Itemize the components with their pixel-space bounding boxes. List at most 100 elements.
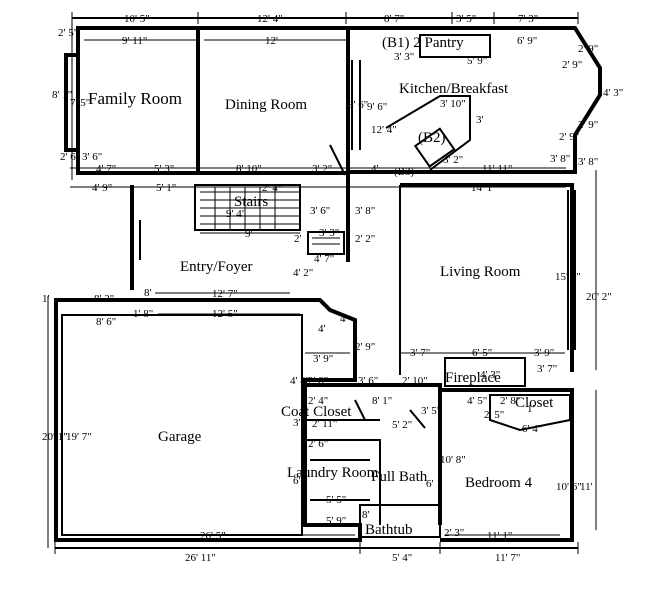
walls: [54, 26, 602, 542]
label-b3: (B3): [394, 166, 415, 178]
room-dining: Dining Room: [225, 97, 307, 113]
label-b2: (B2): [418, 130, 446, 146]
dim-label: 2' 5": [484, 409, 504, 421]
dim-label: 19' 7": [66, 431, 92, 443]
dim-label: 20' 1": [42, 431, 68, 443]
dim-label: 8' 2": [94, 293, 114, 305]
dim-label: 26' 11": [185, 552, 216, 564]
dim-label: 3' 10": [440, 98, 466, 110]
dim-label: 2' 5": [58, 27, 78, 39]
dim-label: 2' 9": [355, 341, 375, 353]
room-bathtub: Bathtub: [365, 522, 413, 538]
dim-label: 8' 1": [372, 395, 392, 407]
stair-treads: [200, 187, 300, 230]
dim-label: 9' 6": [367, 101, 387, 113]
dim-label: 2' 9": [578, 43, 598, 55]
dim-label: 3' 3": [319, 227, 339, 239]
dim-label: 11': [580, 481, 593, 493]
dim-label: 4' 3": [603, 87, 623, 99]
dim-label: 7' 5": [70, 97, 90, 109]
room-pantry: (B1) 2 Pantry: [382, 35, 464, 51]
dim-label: 2': [294, 233, 302, 245]
dim-label: 3' 6": [358, 375, 378, 387]
dim-label: 2' 11": [312, 418, 337, 430]
dim-label: 5' 5": [326, 494, 346, 506]
dim-label: 9' 11": [122, 35, 147, 47]
dim-label: 8' 1": [52, 89, 72, 101]
dim-label: 3' 8": [578, 156, 598, 168]
dim-label: 10' 6": [556, 481, 582, 493]
dim-label: 3' 6": [82, 151, 102, 163]
room-labels: Family Room Dining Room Kitchen/Breakfas…: [88, 35, 554, 538]
dim-label: 5' 4": [392, 552, 412, 564]
dim-label: 3' 7": [537, 363, 557, 375]
dim-label: 2' 6": [308, 438, 328, 450]
dim-label: 3' 7": [410, 347, 430, 359]
room-entry: Entry/Foyer: [180, 259, 253, 275]
dim-label: 2' 2": [355, 233, 375, 245]
dim-label: 2' 3": [444, 527, 464, 539]
dim-label: 6' 9": [517, 35, 537, 47]
dim-label: 5' 2": [392, 419, 412, 431]
dim-label: 3' 9": [313, 353, 333, 365]
dim-label: 3' 2": [443, 154, 463, 166]
dim-label: 2' 4": [308, 395, 328, 407]
dim-label: 2' 9": [562, 59, 582, 71]
dim-label: 11' 7": [495, 552, 520, 564]
dim-label: 5' 9": [326, 515, 346, 527]
room-laundry: Laundry Room: [287, 465, 379, 481]
room-coat-closet: Coat Closet: [281, 404, 352, 420]
room-stairs: Stairs: [234, 194, 268, 210]
dim-label: 15' 2": [555, 271, 581, 283]
dim-label: 8' 10": [236, 163, 262, 175]
dim-label: 6' 5": [472, 347, 492, 359]
room-family: Family Room: [88, 89, 182, 108]
room-living: Living Room: [440, 264, 521, 280]
dim-label: 3' 8": [355, 205, 375, 217]
dim-label: 12' 5": [212, 308, 238, 320]
dim-label: 2' 9": [559, 131, 579, 143]
dim-label: 4': [340, 313, 348, 325]
dim-label: 11' 11": [482, 163, 512, 175]
dim-label: 4' 9": [92, 182, 112, 194]
dim-label: 2' 9": [578, 119, 598, 131]
dim-label: 8' 6": [96, 316, 116, 328]
dim-label: 9': [245, 228, 253, 240]
dim-label: 3': [476, 114, 484, 126]
dim-label: 3' 6": [310, 205, 330, 217]
dim-label: 5' 1": [156, 182, 176, 194]
dim-label: 14' 1": [471, 182, 497, 194]
dim-label: 5' 3": [154, 163, 174, 175]
room-bedroom4: Bedroom 4: [465, 475, 533, 491]
dim-label: 10' 8": [440, 454, 466, 466]
dim-label: 1': [527, 403, 535, 415]
dim-label: 12' 4": [371, 124, 397, 136]
room-full-bath: Full Bath: [371, 469, 428, 485]
dim-label: 8' 6": [348, 99, 368, 111]
dim-label: 4' 5": [467, 395, 487, 407]
dim-label: 10' 5": [124, 13, 150, 25]
dimension-labels: 10' 5" 12' 4" 8' 7" 3' 5" 7' 3" 9' 11" 1…: [42, 13, 623, 564]
room-garage: Garage: [158, 429, 202, 445]
dim-label: 11' 1": [487, 530, 512, 542]
dim-label: 26' 5": [200, 530, 226, 542]
dim-label: 3' 2": [312, 163, 332, 175]
dim-label: 8' 7": [384, 13, 404, 25]
dim-label: 4' 8": [290, 375, 310, 387]
dim-label: 9' 4": [226, 208, 246, 220]
dim-label: 3' 8": [550, 153, 570, 165]
dim-label: 8': [362, 509, 370, 521]
room-closet: Closet: [515, 395, 554, 411]
dim-label: 1': [42, 293, 50, 305]
dim-label: 4' 3": [480, 369, 500, 381]
dim-label: 20' 2": [586, 291, 612, 303]
dim-label: 3' 3": [394, 51, 414, 63]
dim-label: 2' 6": [60, 151, 80, 163]
dim-label: 12': [265, 35, 278, 47]
dim-label: 2' 8": [500, 395, 520, 407]
dim-label: 2' 10": [402, 375, 428, 387]
dim-label: 7' 3": [518, 13, 538, 25]
dim-label: 6': [293, 475, 301, 487]
dim-label: 3' 5": [421, 405, 441, 417]
